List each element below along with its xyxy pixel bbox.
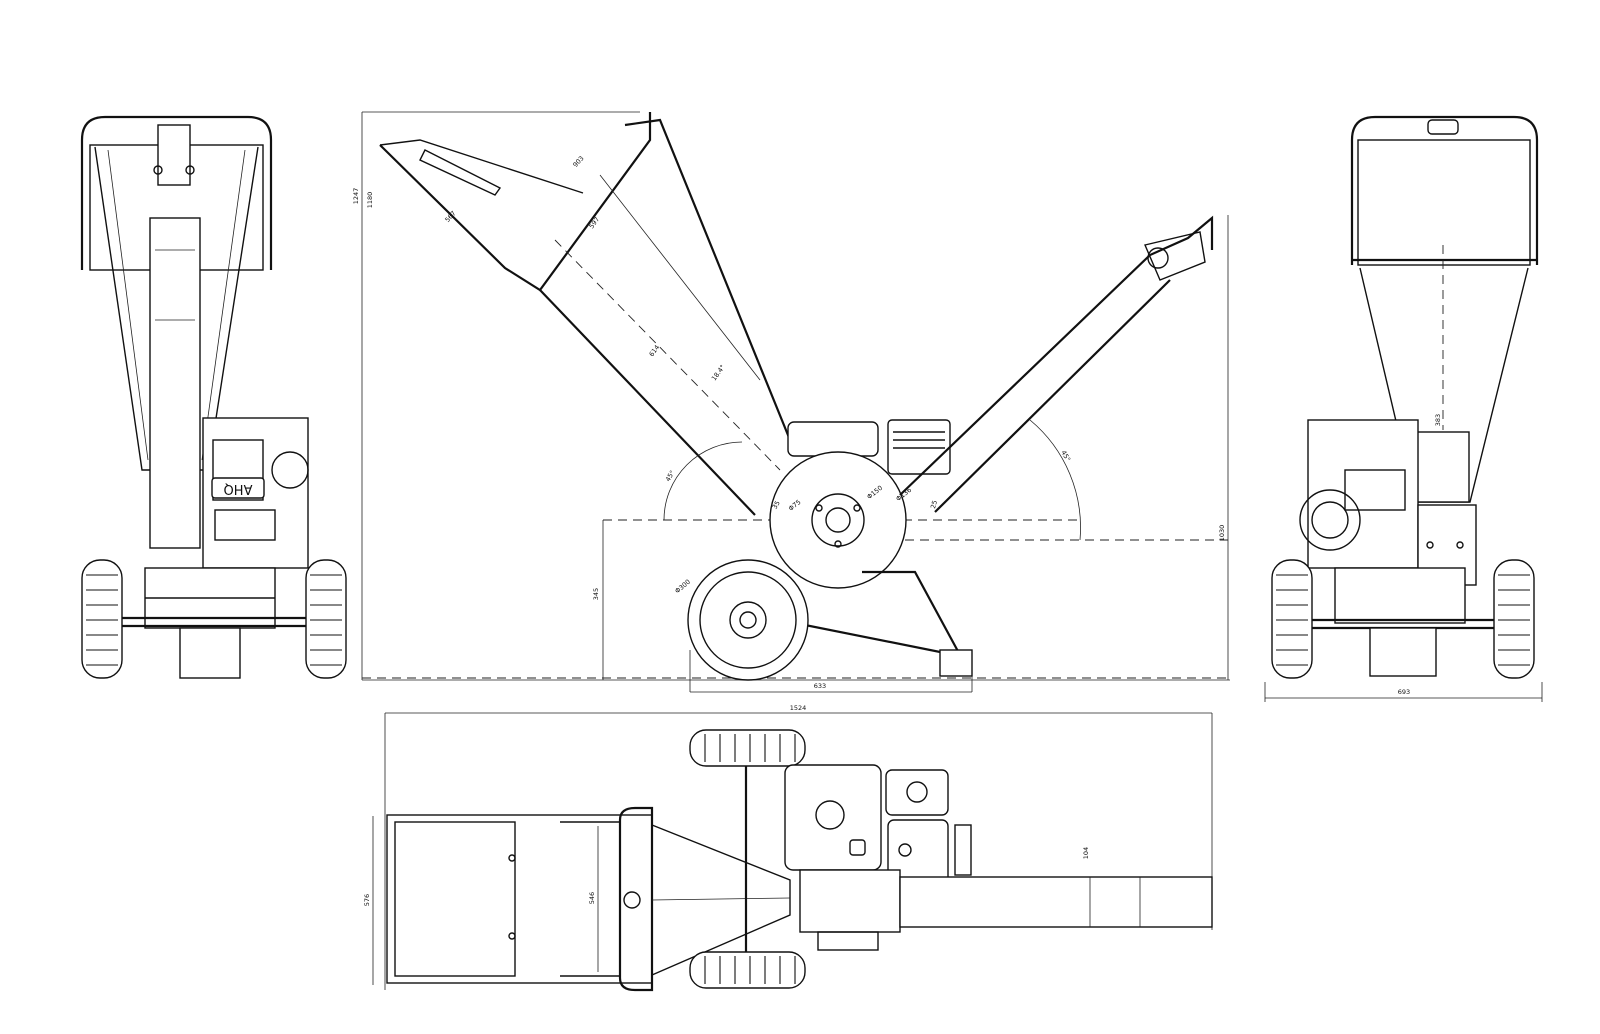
dim-chute-c: 597 [587,215,601,230]
top-wheel-lower [689,951,806,989]
dim-top-length: 1524 [790,704,807,712]
dim-small-a: 35 [771,499,782,510]
dim-overall-height: 1030 [1218,525,1226,542]
dim-small-b: 25 [929,499,939,509]
dim-tube-dia: 104 [1082,847,1090,859]
dim-side-height-a: 1247 [352,188,360,205]
dim-rear-width: 693 [1398,688,1410,696]
front-left-wheel [81,559,123,679]
dim-axle-height: 345 [592,588,600,600]
dim-chute-d: 614 [647,343,661,358]
dim-wheel-base-length: 633 [814,682,826,690]
dim-side-height-b: 1180 [366,192,374,209]
top-view: 1524 576 546 104 [363,704,1213,992]
dim-wheel-dia: Φ300 [673,578,692,595]
rear-view: 693 383 [1264,115,1543,702]
dim-chute-a: 903 [571,154,585,169]
side-view: 1247 1180 903 567 597 614 18.4° 45° 45° … [352,111,1230,693]
dim-chute-angle: 18.4° [710,363,727,382]
front-right-wheel [305,559,347,679]
svg-text:AHQ: AHQ [224,481,253,496]
side-wheel [687,559,809,681]
rear-left-wheel [1271,559,1313,679]
dim-top-inner-width: 546 [588,892,596,904]
dim-right-angle: 45° [1059,449,1072,463]
top-wheel-upper [689,729,806,767]
rotor-housing [769,451,907,589]
engine-label: AHQ [211,477,265,499]
dim-top-width: 576 [363,894,371,906]
front-view: AHQ [80,115,347,679]
rear-right-wheel [1493,559,1535,679]
dim-hopper-width: 383 [1434,414,1442,426]
dim-chute-b: 567 [443,209,457,224]
